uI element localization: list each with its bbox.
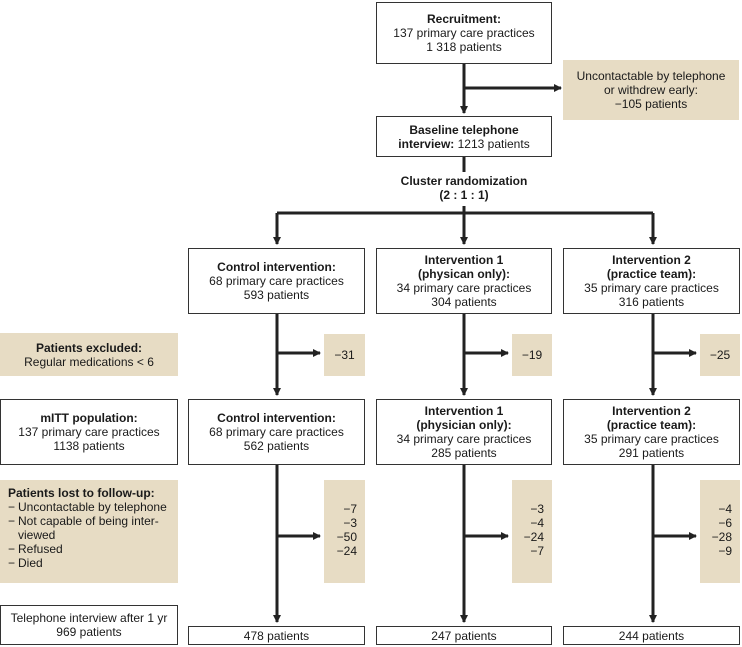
randomization-line2: (2 : 1 : 1) [439, 188, 489, 202]
arm-patients: 593 patients [243, 288, 310, 302]
mitt-practices: 137 primary care practices [18, 425, 160, 439]
lost-count: −24 [336, 544, 357, 558]
mitt-patients: 1138 patients [53, 439, 125, 453]
lost-count: −3 [530, 502, 544, 516]
withdrew-box: Uncontactable by telephone or withdrew e… [563, 60, 739, 120]
mitt-arm-subtitle: (practice team): [606, 418, 697, 432]
final-count: 247 patients [431, 628, 497, 643]
lost-count: −6 [718, 516, 732, 530]
baseline-line2: interview: 1213 patients [398, 137, 529, 151]
lost-count: −24 [523, 530, 544, 544]
arm-int1-box: Intervention 1 (physican only): 34 prima… [376, 248, 552, 314]
mitt-arm-title: Intervention 1 [424, 404, 504, 418]
lost-count: −9 [718, 544, 732, 558]
arm-practices: 68 primary care practices [209, 274, 344, 288]
mitt-label-box: mITT population: 137 primary care practi… [0, 399, 178, 465]
lost-control: −7 −3 −50 −24 [324, 480, 365, 583]
mitt-arm-practices: 68 primary care practices [209, 425, 344, 439]
recruitment-title: Recruitment: [426, 12, 501, 26]
mitt-arm-patients: 562 patients [243, 439, 310, 453]
mitt-int2-box: Intervention 2 (practice team): 35 prima… [563, 399, 740, 465]
excluded-label-box: Patients excluded: Regular medications <… [0, 333, 178, 376]
randomization-label: Cluster randomization (2 : 1 : 1) [376, 174, 552, 202]
followup-line2: 969 patients [56, 625, 122, 639]
mitt-arm-subtitle: (physician only): [416, 418, 512, 432]
excluded-int1: −19 [512, 334, 552, 376]
arm-control-box: Control intervention: 68 primary care pr… [188, 248, 365, 314]
recruitment-box: Recruitment: 137 primary care practices … [376, 2, 552, 64]
arm-practices: 35 primary care practices [584, 281, 719, 295]
baseline-title: Baseline telephone [409, 122, 519, 137]
mitt-arm-patients: 291 patients [618, 446, 685, 460]
lost-reason-continued: viewed [18, 528, 56, 542]
lost-count: −7 [343, 502, 357, 516]
baseline-box: Baseline telephone interview: 1213 patie… [376, 116, 552, 157]
baseline-line2-bold: interview: [398, 136, 455, 151]
excluded-title: Patients excluded: [35, 340, 143, 355]
lost-reasons-list: Uncontactable by telephone Not capable o… [8, 500, 167, 570]
mitt-arm-practices: 34 primary care practices [396, 432, 532, 446]
excluded-count: −19 [521, 348, 543, 362]
lost-title: Patients lost to follow-up: [8, 486, 155, 500]
withdrew-line2: or withdrew early: [603, 83, 699, 97]
mitt-arm-title: Control intervention: [217, 411, 336, 425]
final-control-box: 478 patients [188, 626, 365, 645]
lost-reason: Uncontactable by telephone [8, 500, 167, 514]
lost-int1: −3 −4 −24 −7 [512, 480, 552, 583]
lost-reason: Refused [8, 542, 167, 556]
arm-patients: 316 patients [618, 295, 685, 309]
excluded-control: −31 [324, 334, 365, 376]
lost-count: −4 [718, 502, 732, 516]
mitt-int1-box: Intervention 1 (physician only): 34 prim… [376, 399, 552, 465]
lost-count: −4 [530, 516, 544, 530]
mitt-title: mITT population: [40, 411, 138, 425]
excluded-count: −25 [709, 348, 731, 362]
lost-count: −28 [711, 530, 732, 544]
final-int2-box: 244 patients [563, 626, 740, 645]
arm-title: Control intervention: [217, 260, 336, 274]
lost-count: −7 [530, 544, 544, 558]
recruitment-patients: 1 318 patients [426, 40, 502, 54]
lost-reason: Not capable of being inter- [8, 514, 167, 528]
lost-label-box: Patients lost to follow-up: Uncontactabl… [0, 480, 178, 583]
arm-title: Intervention 1 [424, 253, 504, 267]
followup-label-box: Telephone interview after 1 yr 969 patie… [0, 605, 178, 645]
mitt-control-box: Control intervention: 68 primary care pr… [188, 399, 365, 465]
excluded-int2: −25 [700, 334, 740, 376]
followup-line1: Telephone interview after 1 yr [10, 611, 168, 625]
withdrew-line1: Uncontactable by telephone [576, 69, 726, 83]
final-int1-box: 247 patients [376, 626, 552, 645]
arm-int2-box: Intervention 2 (practice team): 35 prima… [563, 248, 740, 314]
lost-count: −50 [336, 530, 357, 544]
excluded-count: −31 [334, 348, 355, 362]
arm-subtitle: (practice team): [606, 267, 697, 281]
recruitment-practices: 137 primary care practices [393, 26, 535, 40]
randomization-line1: Cluster randomization [400, 174, 528, 188]
mitt-arm-patients: 285 patients [431, 446, 497, 460]
arm-title: Intervention 2 [612, 253, 691, 267]
lost-reason: Died [8, 556, 167, 570]
final-count: 244 patients [618, 628, 685, 643]
withdrew-line3: −105 patients [614, 97, 688, 111]
arm-subtitle: (physican only): [417, 267, 510, 281]
arm-practices: 34 primary care practices [396, 281, 532, 295]
lost-count: −3 [343, 516, 357, 530]
lost-int2: −4 −6 −28 −9 [700, 480, 740, 583]
final-count: 478 patients [243, 628, 310, 643]
arm-patients: 304 patients [431, 295, 497, 309]
excluded-reason: Regular medications < 6 [24, 354, 154, 369]
mitt-arm-title: Intervention 2 [612, 404, 691, 418]
mitt-arm-practices: 35 primary care practices [584, 432, 719, 446]
baseline-line2-rest: 1213 patients [454, 136, 530, 151]
